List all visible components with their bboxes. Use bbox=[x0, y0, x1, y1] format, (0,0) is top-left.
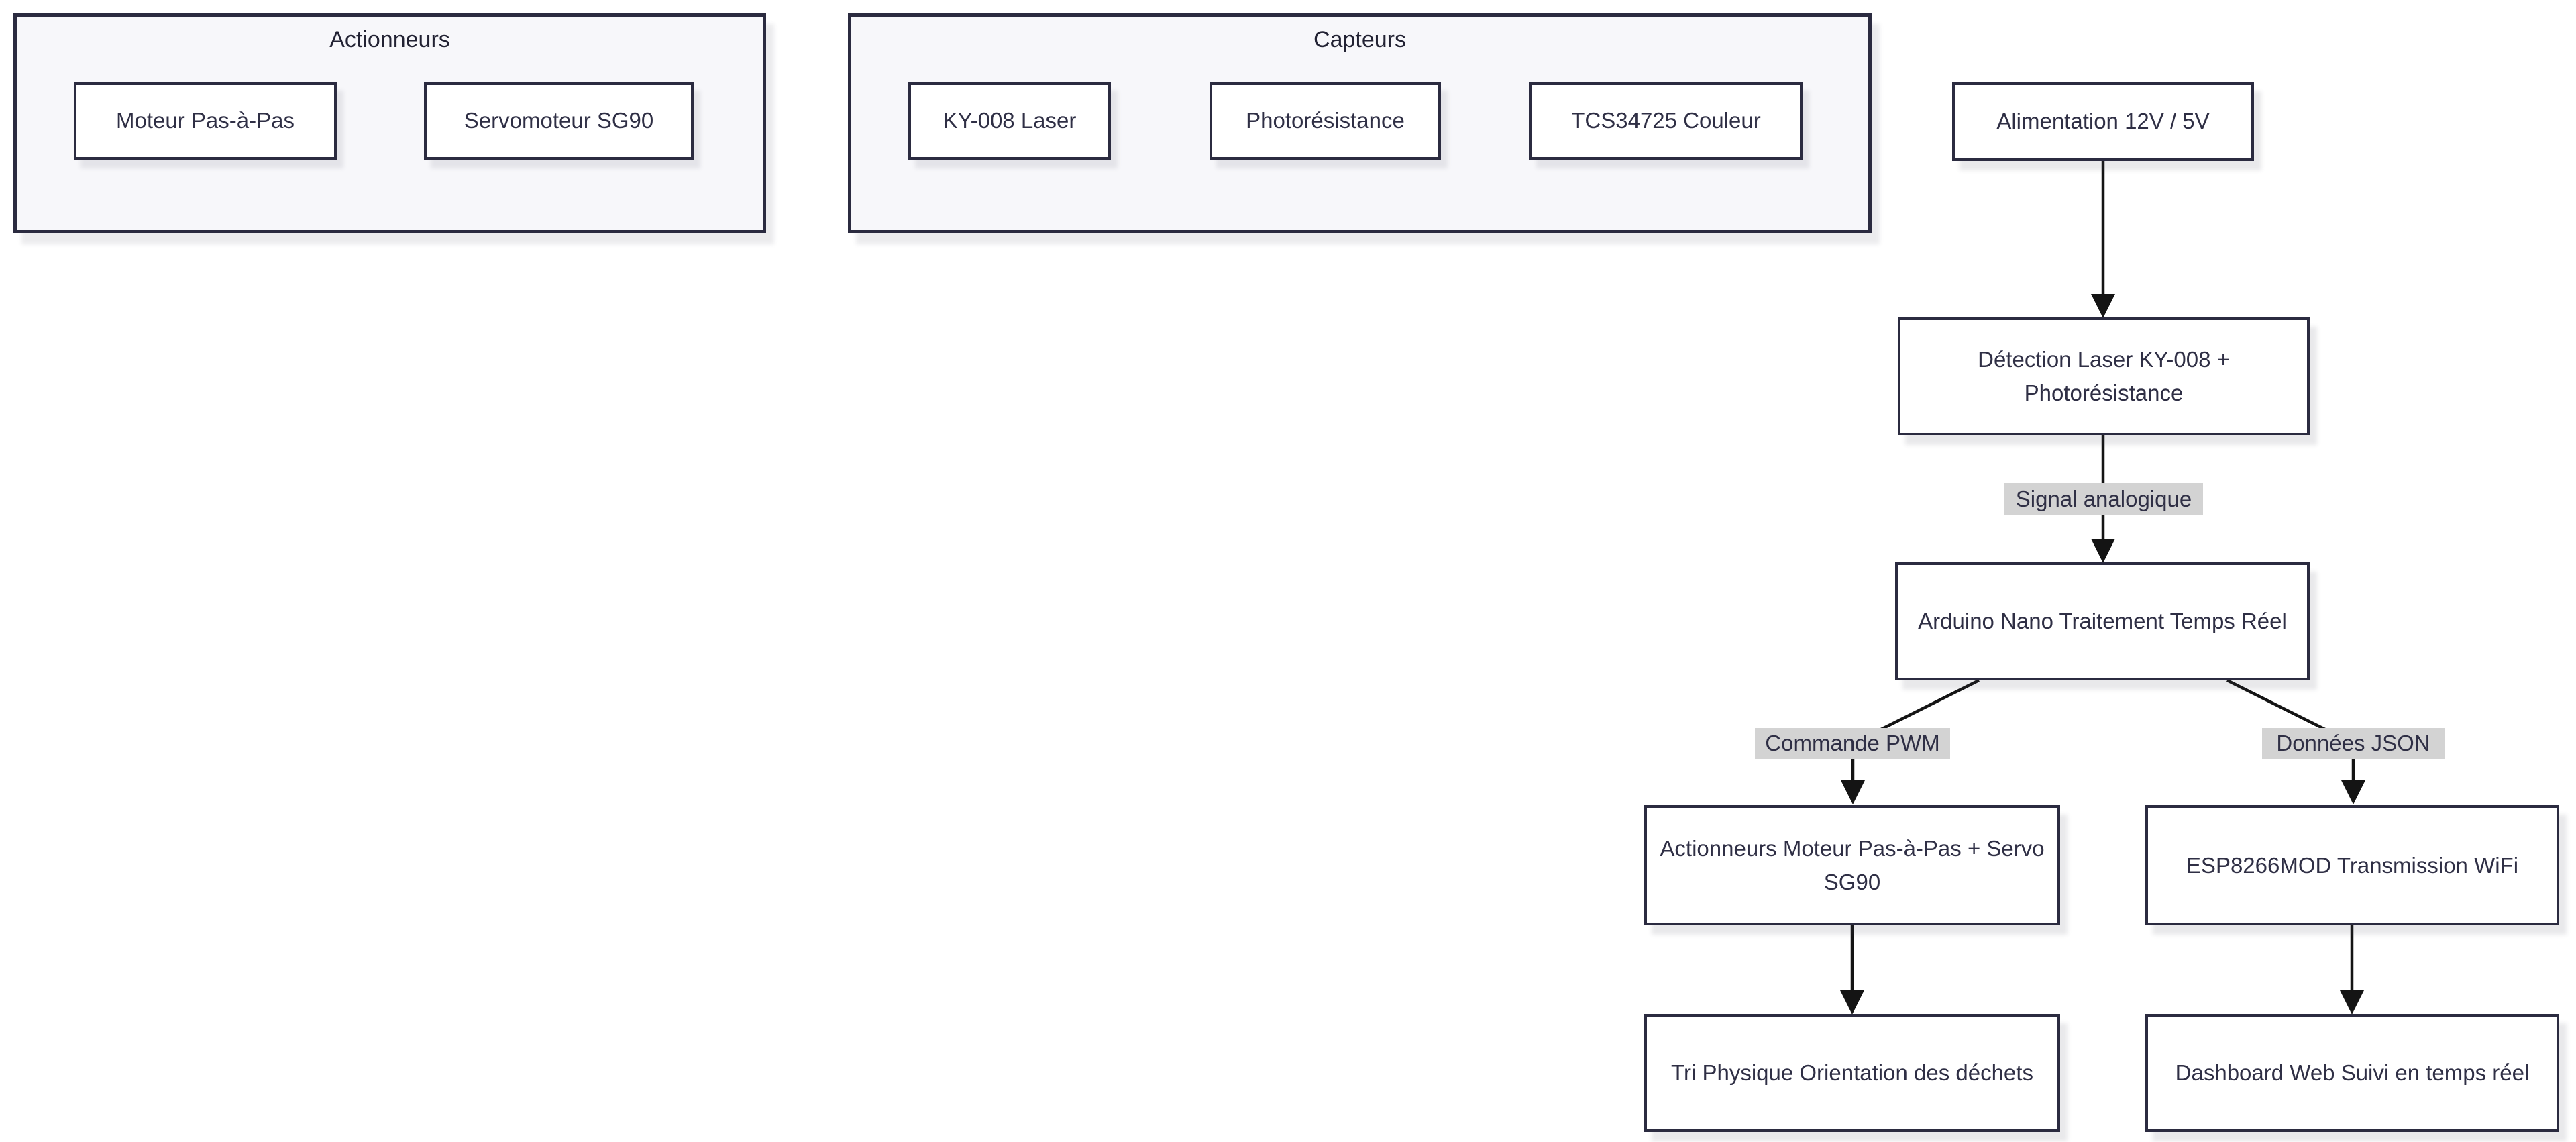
node-moteur-pas-a-pas: Moteur Pas-à-Pas bbox=[74, 82, 337, 160]
node-alimentation: Alimentation 12V / 5V bbox=[1952, 82, 2254, 161]
node-ky008-laser: KY-008 Laser bbox=[908, 82, 1111, 160]
cluster-actionneurs: Actionneurs Moteur Pas-à-Pas Servomoteur… bbox=[13, 13, 766, 233]
node-dashboard-web: Dashboard Web Suivi en temps réel bbox=[2145, 1014, 2559, 1132]
cluster-actionneurs-title: Actionneurs bbox=[329, 27, 450, 52]
node-tcs34725-couleur: TCS34725 Couleur bbox=[1529, 82, 1803, 160]
edge-label-signal-analogique: Signal analogique bbox=[2004, 483, 2203, 515]
node-tri-physique: Tri Physique Orientation des déchets bbox=[1644, 1014, 2060, 1132]
edge-label-commande-pwm: Commande PWM bbox=[1755, 728, 1950, 759]
node-servomoteur-sg90: Servomoteur SG90 bbox=[424, 82, 694, 160]
node-actionneurs-moteur-servo: Actionneurs Moteur Pas-à-Pas + Servo SG9… bbox=[1644, 805, 2060, 925]
cluster-capteurs-title: Capteurs bbox=[1313, 27, 1406, 52]
node-esp8266-transmission: ESP8266MOD Transmission WiFi bbox=[2145, 805, 2559, 925]
cluster-capteurs: Capteurs KY-008 Laser Photorésistance TC… bbox=[848, 13, 1872, 233]
node-arduino-nano: Arduino Nano Traitement Temps Réel bbox=[1895, 562, 2310, 680]
edge-label-donnees-json: Données JSON bbox=[2262, 728, 2445, 759]
node-detection-laser: Détection Laser KY-008 + Photorésistance bbox=[1898, 317, 2310, 435]
node-photoresistance: Photorésistance bbox=[1210, 82, 1441, 160]
